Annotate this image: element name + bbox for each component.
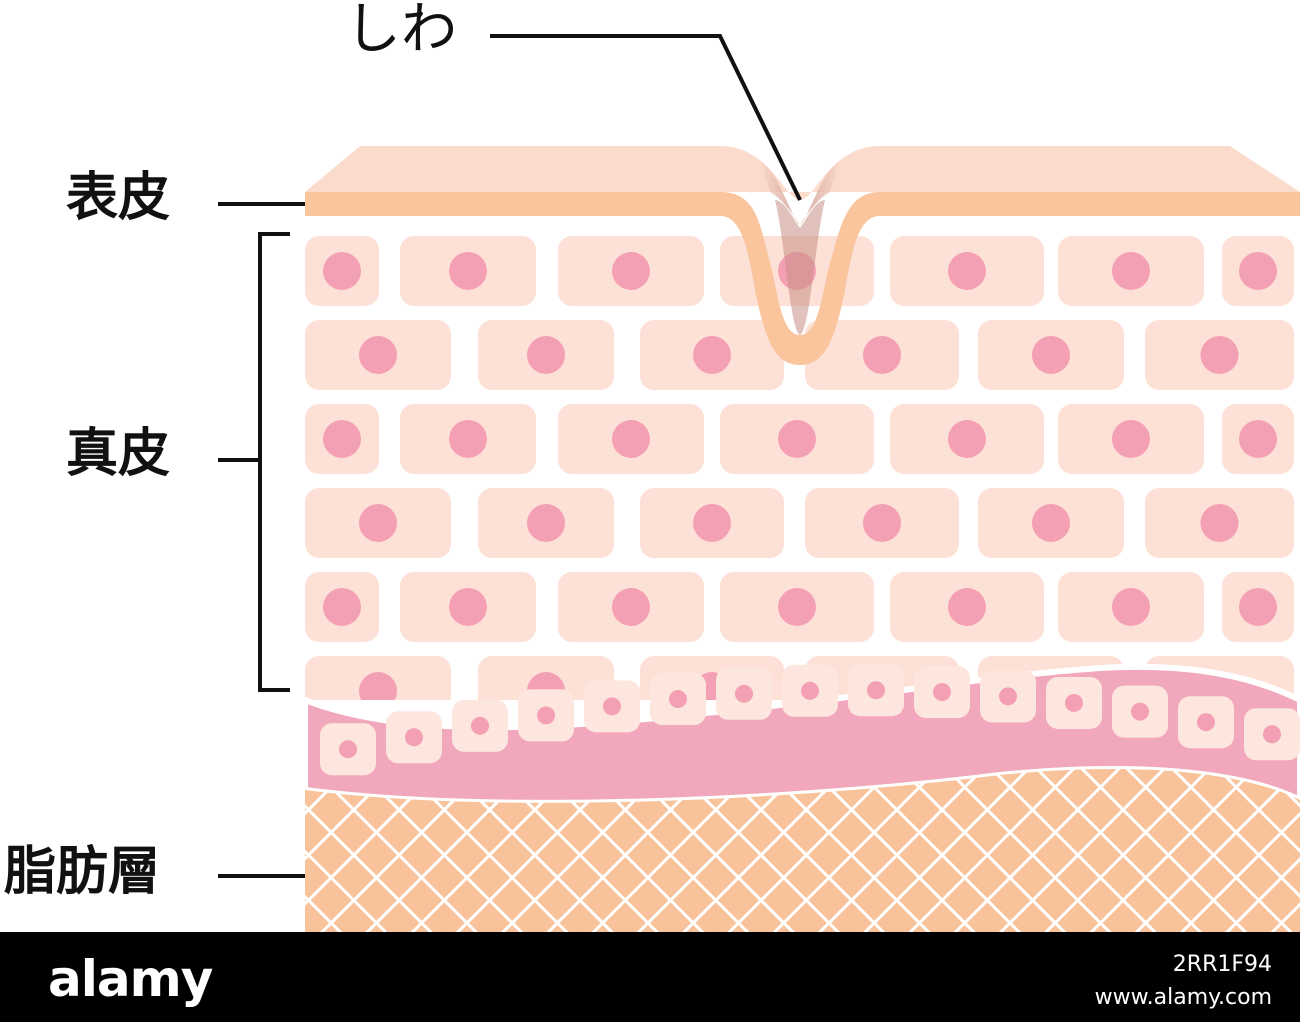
basal-nucleus <box>471 716 489 735</box>
cell-nucleus <box>1112 252 1150 290</box>
dermis-label: 真皮 <box>66 424 171 484</box>
cell-nucleus <box>1200 336 1239 374</box>
basal-nucleus <box>1131 702 1149 721</box>
cell-nucleus <box>778 420 816 458</box>
epidermis-band <box>305 192 1300 365</box>
basal-nucleus <box>537 706 555 725</box>
cell-nucleus <box>693 336 731 374</box>
wrinkle-leader-line <box>490 34 802 201</box>
footer-site: www.alamy.com <box>1094 985 1272 1010</box>
basal-nucleus <box>603 697 621 716</box>
basal-nucleus <box>933 683 951 702</box>
cell-nucleus <box>359 504 397 542</box>
basal-nucleus <box>339 740 357 759</box>
basal-nucleus <box>867 681 885 700</box>
epidermis-top-surface <box>305 146 1300 200</box>
cell-nucleus <box>1239 588 1277 626</box>
cell-nucleus <box>1200 504 1239 542</box>
cell-nucleus <box>449 588 487 626</box>
basal-nucleus <box>1065 693 1083 712</box>
basal-nucleus <box>405 728 423 747</box>
basal-nucleus <box>1263 725 1281 744</box>
cell-nucleus <box>863 504 901 542</box>
basal-nucleus <box>735 684 753 703</box>
cell-nucleus <box>778 588 816 626</box>
cell-nucleus <box>612 420 650 458</box>
cell-nucleus <box>527 336 565 374</box>
basal-cells <box>320 664 1300 776</box>
cell-nucleus <box>948 420 986 458</box>
wrinkle-shading <box>760 160 840 225</box>
wrinkle-label: しわ <box>345 0 457 62</box>
watermark-footer: alamy 2RR1F94 www.alamy.com <box>0 932 1300 1022</box>
fat-layer-label: 脂肪層 <box>4 842 161 902</box>
cell-nucleus <box>693 504 731 542</box>
footer-image-id: 2RR1F94 <box>1172 952 1272 977</box>
cell-nucleus <box>1112 588 1150 626</box>
footer-logo: alamy <box>48 950 213 1008</box>
cell-nucleus <box>1112 420 1150 458</box>
wrinkle-crease <box>775 200 825 335</box>
basal-nucleus <box>1197 713 1215 732</box>
cell-nucleus <box>612 588 650 626</box>
cell-nucleus <box>1032 336 1070 374</box>
footer-image-info: 2RR1F94 www.alamy.com <box>1095 948 1272 1014</box>
epidermis-label: 表皮 <box>66 168 171 228</box>
basal-nucleus <box>999 687 1017 706</box>
cell-nucleus <box>527 504 565 542</box>
cell-nucleus <box>612 252 650 290</box>
basal-nucleus <box>801 681 819 700</box>
cell-nucleus <box>1032 504 1070 542</box>
cell-nucleus <box>359 336 397 374</box>
cell-nucleus <box>1239 420 1277 458</box>
cell-nucleus <box>948 588 986 626</box>
skin-cross-section-svg <box>218 34 1300 932</box>
cell-nucleus <box>863 336 901 374</box>
cell-nucleus <box>323 252 361 290</box>
cell-nucleus <box>323 588 361 626</box>
cell-nucleus <box>1239 252 1277 290</box>
cell-nucleus <box>449 420 487 458</box>
basal-nucleus <box>669 690 687 709</box>
cell-nucleus <box>359 672 397 700</box>
cell-nucleus <box>449 252 487 290</box>
cell-nucleus <box>948 252 986 290</box>
cell-nucleus <box>323 420 361 458</box>
dermis-bracket <box>258 232 290 692</box>
